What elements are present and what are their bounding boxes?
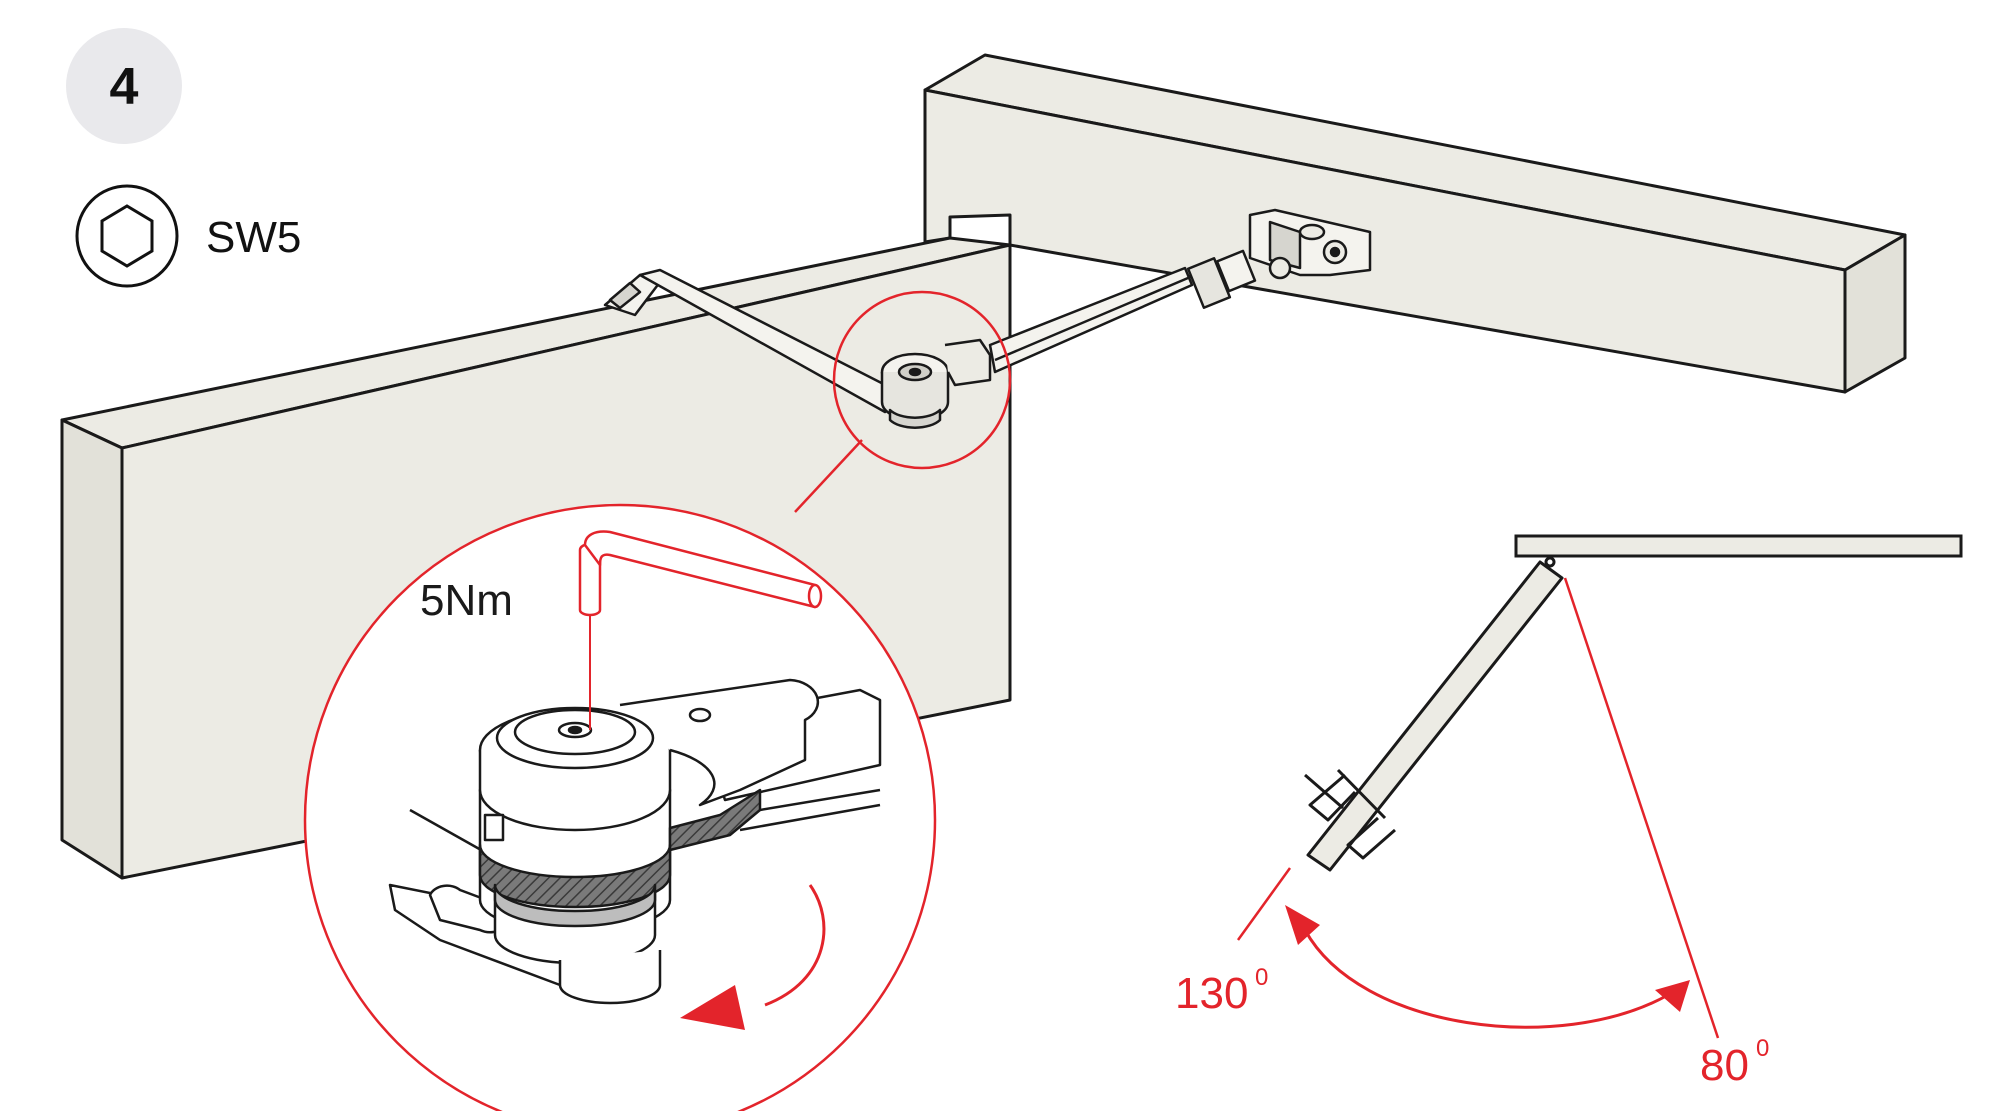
angle-label-130: 130 0 [1175,964,1268,1018]
rotation-arrow-icon [680,884,826,1030]
tool-label: SW5 [206,213,301,262]
step-number: 4 [110,58,139,116]
detail-magnifier: 5Nm [303,503,937,1111]
tool-spec: SW5 [75,184,301,288]
angle-range-arrow-icon [1285,905,1690,1029]
door-frame-header [923,53,1907,394]
angle-label-80: 80 0 [1700,1035,1769,1090]
angle-max-value: 80 [1700,1041,1749,1090]
detail-leader-line [794,439,863,513]
angle-min-value: 130 [1175,969,1248,1018]
step-badge: 4 [66,28,182,144]
door-leaf-plan [1304,556,1564,872]
frame-bracket [1248,208,1372,280]
door-frame-plan [1514,534,1963,558]
angle-line-130 [1236,867,1292,941]
opening-angle-diagram: 130 0 80 0 [1175,534,1963,1090]
hex-key-icon [75,184,179,288]
angle-line-80 [1563,577,1720,1039]
angle-min-unit: 0 [1255,964,1268,991]
angle-max-unit: 0 [1756,1035,1769,1062]
detail-highlight-circle [832,290,1012,470]
allen-key [578,530,823,617]
arm-pivot-joint [880,338,992,429]
door-closer-arm [603,208,1372,429]
torque-label: 5Nm [420,576,513,625]
